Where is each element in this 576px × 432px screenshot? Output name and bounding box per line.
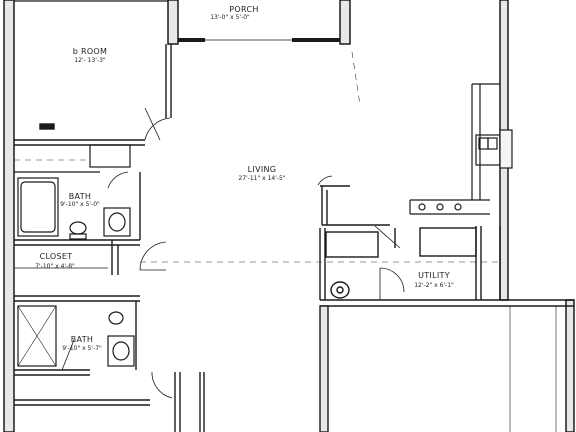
closet-name: CLOSET	[40, 252, 73, 261]
bedroom-name: b ROOM	[73, 47, 107, 56]
garage-right-wall	[565, 299, 575, 432]
utility-walls	[319, 225, 574, 307]
bath2-dims: 9'-10" x 5'-7"	[62, 345, 102, 352]
living-dims: 27'-11" x 14'-5"	[238, 175, 285, 182]
bath1-dims: 9'-10" x 5'-0"	[60, 201, 100, 208]
toilet	[69, 221, 87, 235]
sink	[103, 207, 131, 237]
left-exterior-wall	[3, 0, 15, 432]
dashed-lines	[14, 51, 500, 263]
bathtub	[17, 177, 59, 237]
shower	[17, 305, 57, 367]
closet-dims: 7'-10" x 4'-8"	[35, 263, 75, 270]
bedroom-dims: 12'- 13'-3"	[74, 57, 106, 64]
porch-name: PORCH	[229, 5, 258, 14]
outer-walls	[3, 0, 575, 432]
water-heater	[330, 281, 350, 299]
porch-walls	[167, 0, 351, 45]
bath1-fixtures	[14, 144, 141, 246]
bath1-name: BATH	[69, 192, 91, 201]
lower-room-walls	[14, 371, 205, 432]
utility-name: UTILITY	[418, 271, 450, 280]
room-labels: PORCH 13'-0" x 5'-0" b ROOM 12'- 13'-3" …	[35, 5, 454, 352]
garage-walls	[319, 305, 557, 432]
porch-dims: 13'-0" x 5'-0"	[210, 14, 250, 21]
closet-walls	[14, 240, 167, 302]
living-name: LIVING	[248, 165, 277, 174]
utility-dims: 12'-2" x 6'-1"	[414, 282, 454, 289]
kitchen-walls	[317, 83, 513, 226]
bath2-name: BATH	[71, 335, 93, 344]
bath2-fixtures	[14, 301, 137, 376]
